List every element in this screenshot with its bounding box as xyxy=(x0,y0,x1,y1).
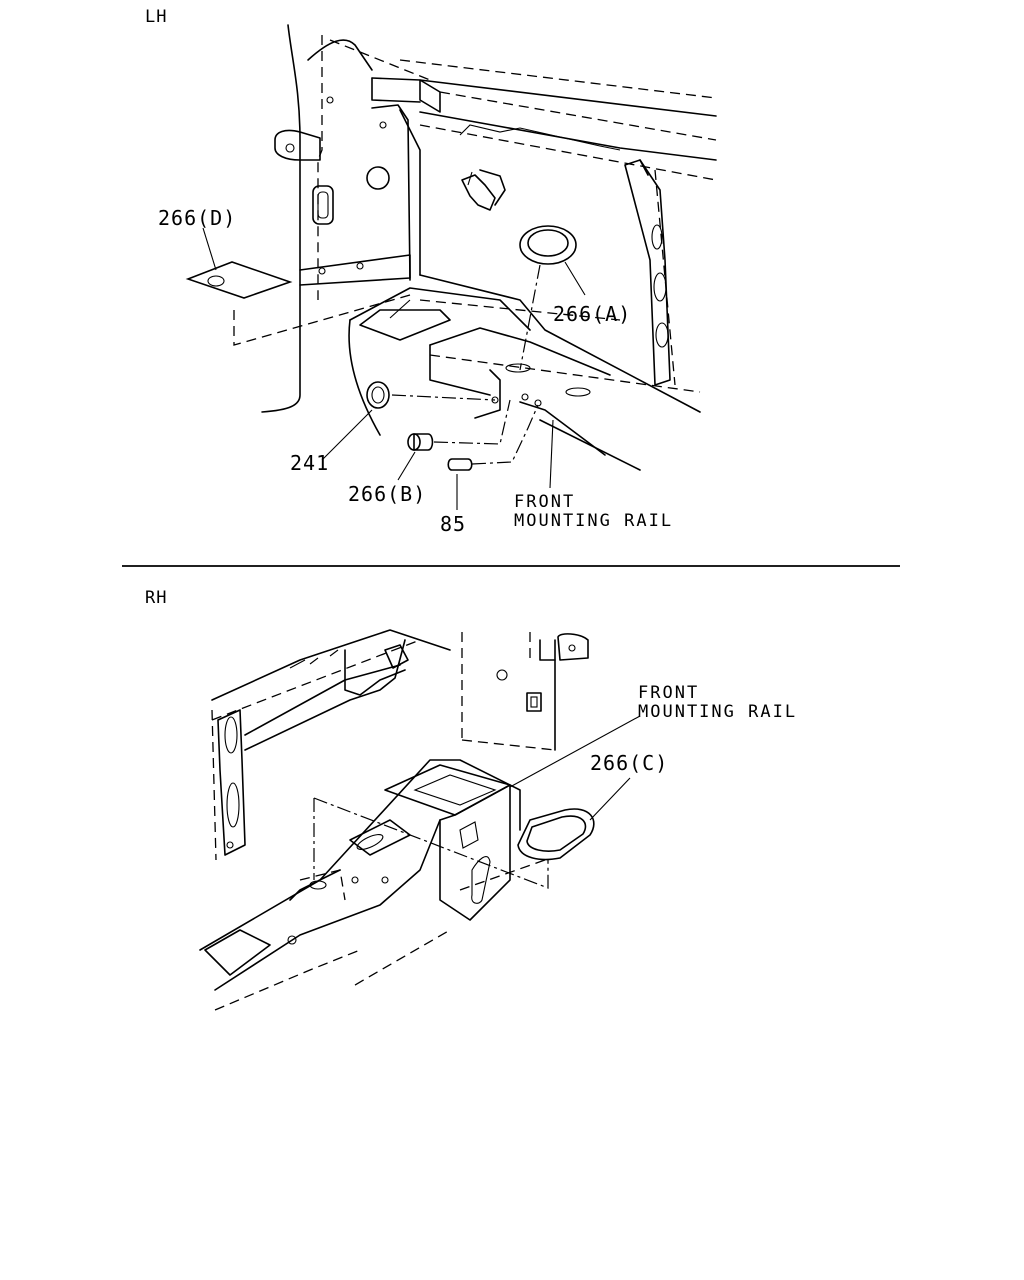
callout-266c: 266(C) xyxy=(590,751,668,775)
callout-266d: 266(D) xyxy=(158,206,236,230)
part-266a-grommet xyxy=(519,225,586,371)
part-241-washer xyxy=(321,381,496,461)
lh-rail-label-line2: MOUNTING RAIL xyxy=(514,511,673,531)
rh-section-label: RH xyxy=(145,588,167,608)
part-266c-grommet xyxy=(517,777,631,861)
lh-rail-leader xyxy=(549,419,554,489)
part-85-pin xyxy=(447,404,539,510)
rh-rail-label-line1: FRONT xyxy=(638,683,699,703)
callout-85: 85 xyxy=(440,512,466,536)
part-266b-bushing xyxy=(397,399,511,481)
callout-266a: 266(A) xyxy=(553,302,631,326)
rh-rail-label-line2: MOUNTING RAIL xyxy=(638,702,797,722)
callout-241: 241 xyxy=(290,451,329,475)
lh-rail-label-line1: FRONT xyxy=(514,492,575,512)
callout-266b: 266(B) xyxy=(348,482,426,506)
lh-section-label: LH xyxy=(145,7,167,27)
part-266d-pad xyxy=(185,227,411,346)
rh-rail-leader xyxy=(509,715,641,788)
lh-body-panel-drawing xyxy=(261,24,717,471)
rh-body-panel-drawing xyxy=(199,629,589,1011)
